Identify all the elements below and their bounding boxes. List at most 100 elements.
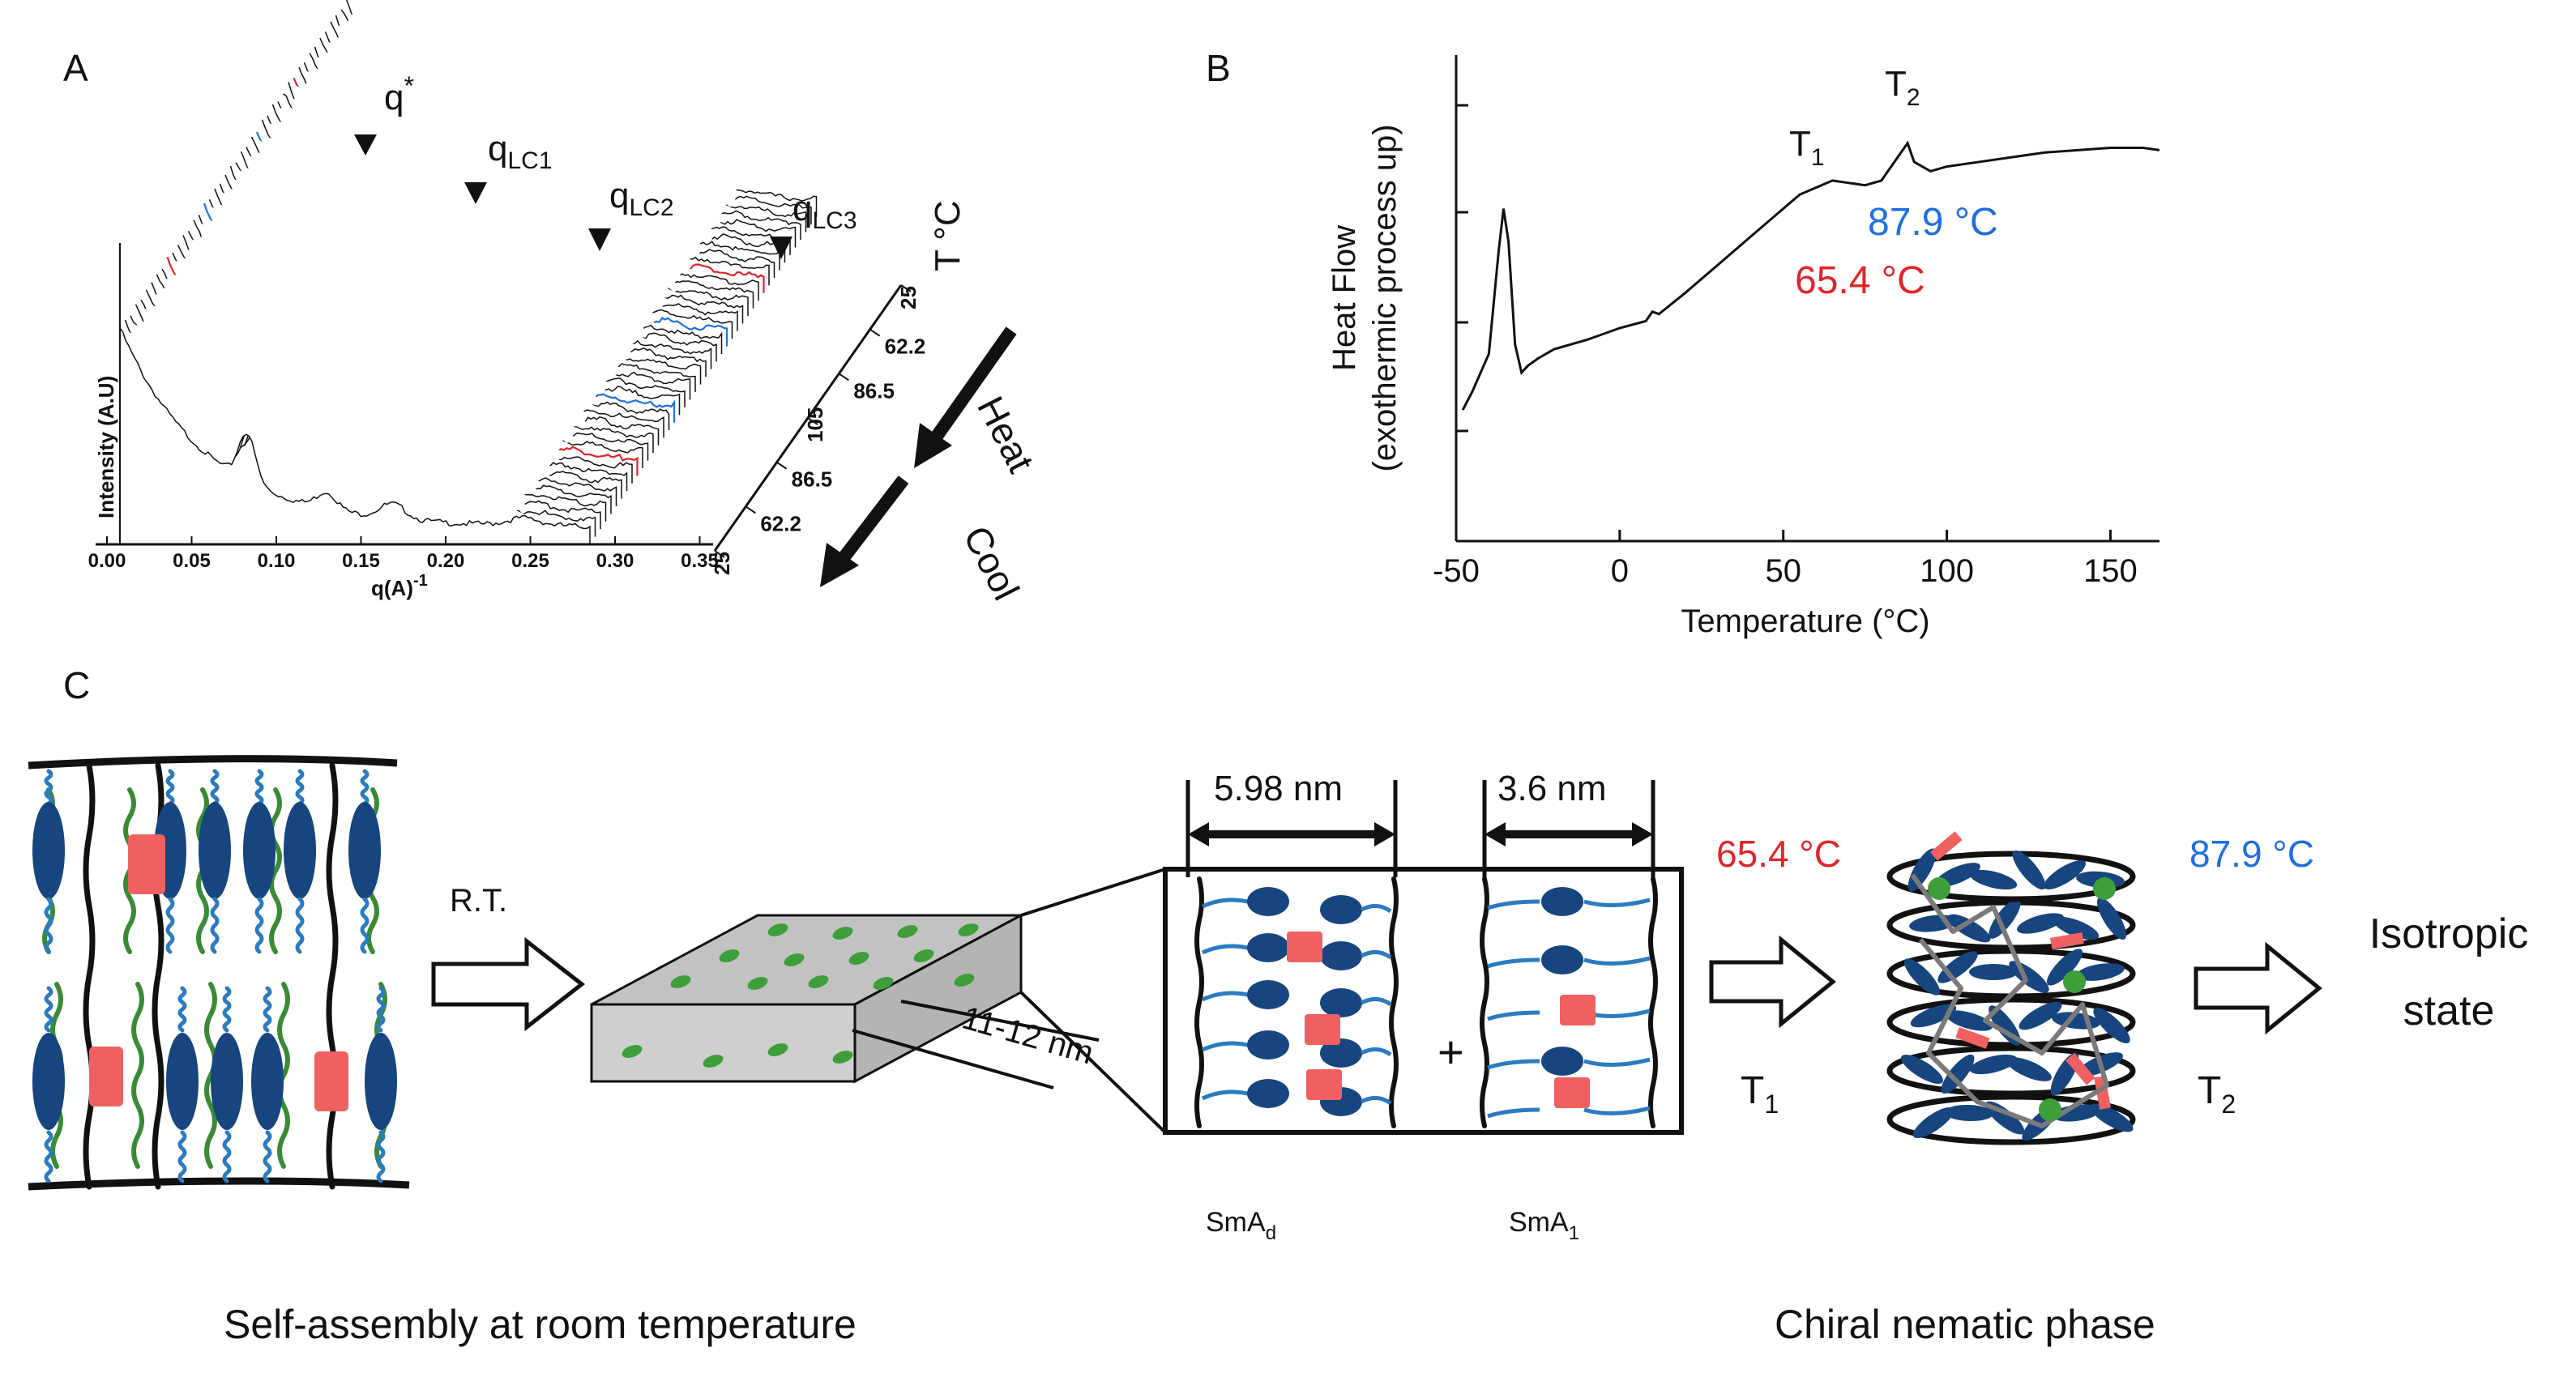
mesogen (1946, 1010, 1993, 1031)
spacer-chain (1583, 956, 1651, 966)
mesogen (32, 802, 65, 899)
mesogen-dot (954, 974, 975, 987)
spacer-chain (1487, 957, 1540, 969)
alkyl-chain (269, 787, 282, 954)
backbone-chain (83, 762, 96, 1190)
spacer-chain (1360, 997, 1392, 1007)
mesogen (199, 802, 231, 899)
x-tick-label: 0.00 (88, 550, 126, 572)
slab-thickness-label: 11-12 nm (959, 1000, 1098, 1071)
hollow-arrow-rt (431, 936, 586, 1032)
spacer-chain (1201, 898, 1249, 909)
mesogen-dot (897, 925, 918, 938)
self-assembly-drawing (28, 755, 410, 1191)
backbone-chain (1389, 876, 1399, 1128)
panel-a-x-label: q(A)-1 (371, 572, 428, 600)
temp-tick (807, 417, 818, 425)
peak-label-qlc3: qLC3 (792, 189, 857, 234)
mesogen (2012, 850, 2046, 890)
mesogen-dot (622, 1045, 643, 1058)
core-unit (1287, 932, 1322, 962)
dim-arrow-head (1485, 822, 1506, 846)
x-tick-label: 0.10 (258, 550, 296, 572)
mesogen (348, 802, 381, 899)
spacer-chain (1360, 1096, 1392, 1106)
x-tick-label: 0.25 (511, 550, 549, 572)
saxs-trace (119, 327, 591, 544)
mesogen-dot (958, 923, 979, 936)
mesogen (2019, 1001, 2062, 1030)
spacer-chain (360, 897, 370, 954)
mesogen-dot (808, 975, 829, 988)
green-dot (1928, 877, 1950, 900)
mesogen (1541, 887, 1583, 916)
slab-dimension-line (852, 1029, 1054, 1089)
mesogen (1941, 1054, 1975, 1094)
mesogen-dot (703, 1055, 724, 1068)
mesogen (1910, 1004, 1957, 1028)
mesogen (365, 1033, 397, 1130)
spacer-chain (1360, 1047, 1392, 1057)
peak-marker-triangle (770, 237, 792, 259)
mesogen (1247, 933, 1289, 962)
smad-label: SmAd (1206, 1207, 1276, 1244)
dim-label-36: 3.6 nm (1497, 769, 1607, 808)
mesogen (2052, 1104, 2100, 1122)
mesogen-dot (848, 952, 869, 965)
mesogen (1247, 887, 1289, 916)
spacer-chain (222, 986, 232, 1033)
spacer-chain (1583, 1057, 1651, 1067)
alkyl-chain (131, 982, 144, 1169)
temp-label-blue: 87.9 °C (2189, 833, 2314, 875)
core-unit (2050, 932, 2084, 949)
sma1-label: SmA1 (1509, 1207, 1579, 1244)
mesogen (251, 1033, 284, 1130)
spacer-chain (1487, 899, 1540, 910)
hollow-arrow-t2 (2194, 941, 2322, 1035)
mesogen-dot (670, 975, 691, 988)
peak-label-qlc1: qLC1 (488, 129, 553, 174)
temp-label-red: 65.4 °C (1716, 833, 1841, 875)
spacer-chain (263, 1130, 272, 1183)
mesogen (1320, 895, 1362, 924)
spacer-chain (376, 1130, 386, 1183)
spacer-chain (177, 1130, 187, 1183)
green-dot (2039, 1098, 2061, 1121)
smectic-zoom-box: 5.98 nm 3.6 nm + SmAd SmA1 (1163, 769, 1684, 1244)
caption-self-assembly: Self-assembly at room temperature (224, 1302, 857, 1347)
mesogen (284, 802, 316, 899)
core-unit (128, 834, 165, 894)
spacer-chain (222, 1130, 232, 1183)
spacer-chain (1360, 904, 1392, 914)
mesogen (1247, 1030, 1289, 1060)
mesogen (166, 1033, 199, 1130)
temp-tick-label: 62.2 (760, 511, 801, 535)
isotropic-label-line2: state (2403, 987, 2495, 1034)
alkyl-chain (277, 982, 290, 1169)
layer-boundary-top (28, 755, 398, 770)
temp-tick-label: 105 (803, 407, 827, 442)
temp-tick-label: 86.5 (853, 378, 895, 403)
temp-tick (714, 550, 725, 558)
mesogen (2090, 1103, 2134, 1132)
backbone-chain (326, 762, 339, 1190)
isotropic-label-line1: Isotropic (2369, 910, 2529, 957)
peak-marker-triangle (354, 134, 377, 156)
spacer-chain (1583, 1106, 1651, 1115)
panel-b-y-label-line2: (exothermic process up) (1367, 124, 1403, 471)
slab-front-face (590, 1003, 857, 1083)
mesogen (1945, 1104, 1993, 1122)
mesogen (2017, 913, 2064, 934)
mesogen (2046, 949, 2083, 986)
panel-b-x-label: Temperature (°C) (1681, 603, 1929, 639)
panel-a-letter: A (63, 47, 88, 89)
temp-tick (900, 284, 912, 292)
mesogen (211, 1033, 243, 1130)
temp-tick-label: 25 (896, 286, 921, 309)
spacer-chain (1487, 1107, 1540, 1119)
rt-label: R.T. (450, 883, 507, 919)
zoom-line-bottom (1019, 991, 1167, 1134)
peak-marker-triangle (464, 182, 487, 204)
